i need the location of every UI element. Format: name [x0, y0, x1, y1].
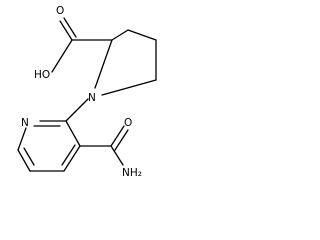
bond-pyrrolidine-n-c2: [94, 39, 113, 89]
bond-pyrrolidine-c2-c3: [111, 29, 129, 41]
bond-pyrrolidine-c3-c4: [127, 29, 157, 41]
bond-pyridine-inner-2: [23, 147, 35, 166]
atom-label-amide-nh2: NH₂: [122, 167, 142, 179]
bond-pyridine-inner-3: [61, 144, 76, 166]
bond-pyridine-c6-c5: [17, 149, 31, 172]
bond-amide-c-o-1: [110, 125, 125, 147]
molecule-canvas: O HO N N O NH₂: [0, 0, 181, 205]
atom-label-pyridine-n: N: [21, 117, 29, 129]
atom-label-pyrrolidine-n: N: [88, 92, 96, 104]
bond-pyridine-n-c6: [17, 127, 27, 151]
bond-pyrrolidine-c5-n: [101, 79, 157, 96]
atom-label-carboxyl-o: O: [56, 5, 64, 17]
bond-amide-c-n: [110, 145, 124, 166]
atom-label-carboxyl-oh: HO: [34, 69, 50, 81]
bond-acid-c-oh: [51, 39, 73, 73]
bond-pyridine-c4-c3: [63, 145, 81, 172]
bond-acid-c-o-1: [59, 20, 73, 41]
bond-amide-c-o-2: [114, 129, 129, 151]
bond-n-pyridine: [65, 98, 89, 122]
bond-pyridine-c3-c2: [65, 120, 81, 147]
atom-label-amide-o: O: [124, 117, 132, 129]
molecule-structure: O HO N N O NH₂: [17, 5, 157, 179]
bond-acid-c-o-2: [63, 17, 77, 38]
